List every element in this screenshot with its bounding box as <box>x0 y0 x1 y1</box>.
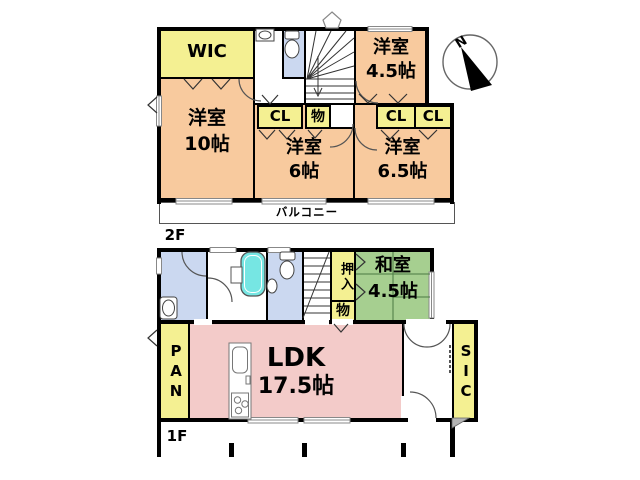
parking-ticks <box>229 443 406 457</box>
balcony-label: バルコニー <box>275 205 339 219</box>
closet-cl2 <box>376 105 416 129</box>
mono-1f-label: 物 <box>336 303 350 319</box>
room-washroom <box>159 250 208 322</box>
floor1-label: 1F <box>166 427 188 445</box>
cl2-label: CL <box>385 107 407 125</box>
wall-2f-right-lower <box>450 103 454 204</box>
bedroom-6_5-name: 洋室 <box>384 137 421 158</box>
boundary-right <box>450 420 455 457</box>
mono-2f-label: 物 <box>311 109 325 125</box>
wall-1f-bottom <box>157 418 478 422</box>
wall-1f-left <box>157 248 161 422</box>
wall-1f-top <box>157 248 434 252</box>
wic-label: WIC <box>187 41 227 62</box>
wall-2f-bottom <box>157 198 454 202</box>
bedroom-6-size: 6帖 <box>288 161 320 182</box>
bedroom-10-size: 10帖 <box>184 133 230 155</box>
roof-vent-mark <box>322 11 342 29</box>
room-toilet-2f <box>282 29 306 79</box>
compass-north-label: N <box>452 33 471 52</box>
bedroom-10-name: 洋室 <box>187 107 226 129</box>
washitsu-size: 4.5帖 <box>368 281 418 302</box>
ldk-size: 17.5帖 <box>257 374 335 399</box>
closet-cl1 <box>257 105 303 129</box>
wall-1f-hall-top <box>402 320 478 324</box>
bedroom-4_5-name: 洋室 <box>373 37 409 58</box>
bedroom-4_5-size: 4.5帖 <box>366 61 416 82</box>
hall-notch-2f <box>329 103 355 129</box>
wall-1f-right <box>474 320 478 422</box>
sic-label: SIC <box>457 342 475 402</box>
room-bathroom <box>206 250 268 322</box>
cl3-label: CL <box>422 107 444 125</box>
bedroom-6-name: 洋室 <box>286 137 322 158</box>
storage-mono-2f <box>305 105 331 129</box>
room-sic <box>452 322 478 420</box>
room-stairs-1f <box>302 250 332 322</box>
washitsu-name: 和室 <box>375 255 411 276</box>
wall-2f-top <box>157 27 429 31</box>
room-stairs-2f <box>304 29 356 107</box>
entrance-hall <box>402 322 454 420</box>
cl1-label: CL <box>269 107 291 125</box>
wall-2f-step <box>425 103 454 107</box>
bedroom-6_5-size: 6.5帖 <box>377 161 428 182</box>
boundary-left <box>157 420 161 457</box>
room-toilet-1f <box>266 250 304 322</box>
wall-2f-right-upper <box>425 27 429 107</box>
floor2-label: 2F <box>164 226 186 244</box>
pantry-label: PAN <box>167 342 185 402</box>
ldk-name: LDK <box>266 343 326 373</box>
oshiire-label: 押入 <box>338 262 353 292</box>
